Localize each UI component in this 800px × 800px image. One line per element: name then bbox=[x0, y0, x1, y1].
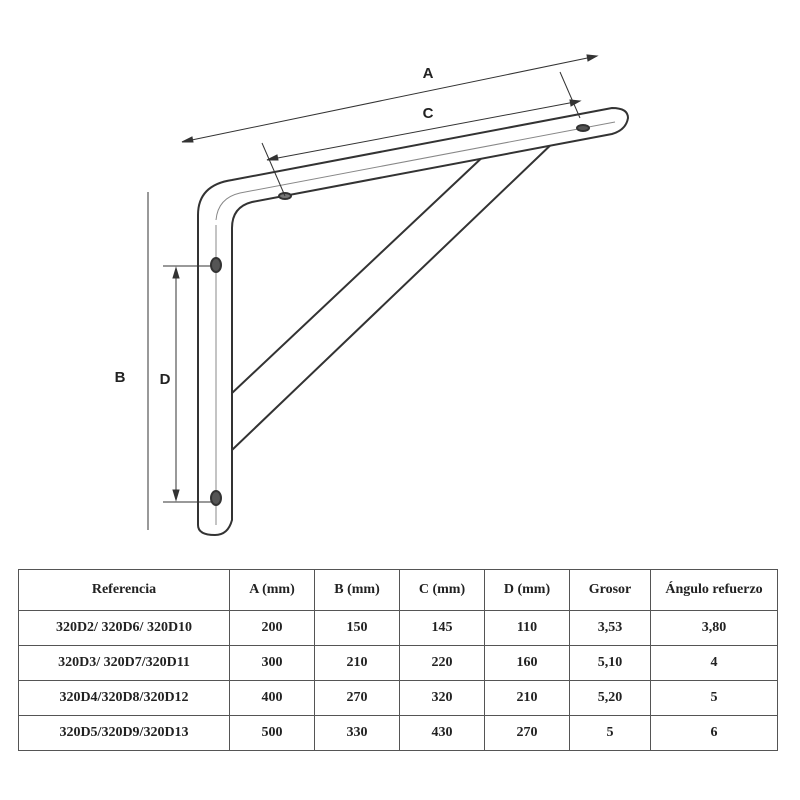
table-cell: 400 bbox=[229, 680, 315, 716]
header-a: A (mm) bbox=[229, 569, 315, 611]
table-cell: 150 bbox=[314, 610, 400, 646]
table-cell: 320D3/ 320D7/320D11 bbox=[18, 645, 230, 681]
screw-hole-top bbox=[210, 257, 222, 273]
header-referencia: Referencia bbox=[18, 569, 230, 611]
screw-hole-bottom bbox=[210, 490, 222, 506]
table-cell: 160 bbox=[484, 645, 570, 681]
table-cell: 330 bbox=[314, 715, 400, 751]
table-cell: 3,80 bbox=[650, 610, 778, 646]
dimension-label-d: D bbox=[160, 371, 171, 388]
table-cell: 430 bbox=[399, 715, 485, 751]
header-d: D (mm) bbox=[484, 569, 570, 611]
table-cell: 3,53 bbox=[569, 610, 651, 646]
screw-hole-arm bbox=[576, 124, 590, 132]
table-cell: 270 bbox=[484, 715, 570, 751]
header-grosor: Grosor bbox=[569, 569, 651, 611]
shelf-bracket bbox=[197, 107, 629, 536]
table-cell: 320 bbox=[399, 680, 485, 716]
table-cell: 200 bbox=[229, 610, 315, 646]
dimensions-table: Referencia A (mm) B (mm) C (mm) D (mm) G… bbox=[18, 569, 778, 751]
table-cell: 320D4/320D8/320D12 bbox=[18, 680, 230, 716]
table-cell: 300 bbox=[229, 645, 315, 681]
table-cell: 320D2/ 320D6/ 320D10 bbox=[18, 610, 230, 646]
table-cell: 270 bbox=[314, 680, 400, 716]
dimension-lines bbox=[147, 54, 599, 530]
dimension-label-a: A bbox=[423, 65, 434, 82]
table-cell: 5,10 bbox=[569, 645, 651, 681]
dimension-label-c: C bbox=[423, 105, 434, 122]
table-cell: 4 bbox=[650, 645, 778, 681]
bracket-frame bbox=[197, 107, 629, 536]
table-cell: 5 bbox=[650, 680, 778, 716]
table-cell: 220 bbox=[399, 645, 485, 681]
header-b: B (mm) bbox=[314, 569, 400, 611]
table-cell: 5 bbox=[569, 715, 651, 751]
table-header-row: Referencia A (mm) B (mm) C (mm) D (mm) G… bbox=[18, 569, 778, 611]
table-cell: 5,20 bbox=[569, 680, 651, 716]
table-cell: 320D5/320D9/320D13 bbox=[18, 715, 230, 751]
dimension-label-b: B bbox=[115, 369, 126, 386]
table-cell: 210 bbox=[314, 645, 400, 681]
table-cell: 110 bbox=[484, 610, 570, 646]
table-cell: 210 bbox=[484, 680, 570, 716]
table-cell: 6 bbox=[650, 715, 778, 751]
table-cell: 145 bbox=[399, 610, 485, 646]
header-angulo: Ángulo refuerzo bbox=[650, 569, 778, 611]
header-c: C (mm) bbox=[399, 569, 485, 611]
table-cell: 500 bbox=[229, 715, 315, 751]
bracket-diagram: A C B D bbox=[115, 54, 629, 536]
